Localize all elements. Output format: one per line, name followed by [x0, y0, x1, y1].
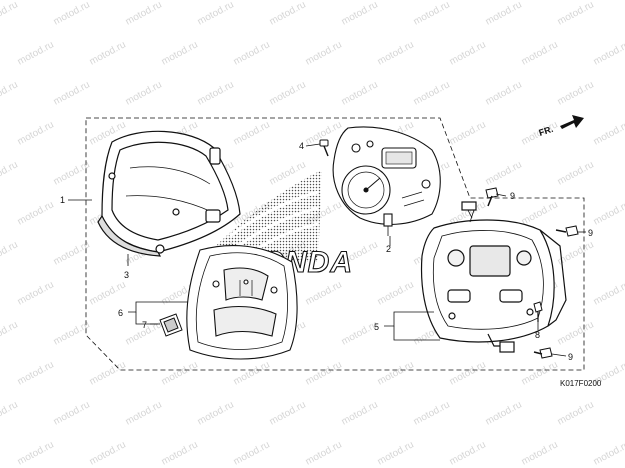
bolt-9-top	[485, 187, 499, 207]
callout-5: 5	[374, 322, 379, 332]
bolt-9-bottom	[533, 347, 553, 359]
meter-case	[186, 245, 298, 360]
front-label: FR.	[538, 124, 555, 138]
bolt-9-right	[555, 225, 579, 237]
callout-9-bottom: 9	[568, 352, 573, 362]
callout-4: 4	[299, 141, 304, 151]
callout-3: 3	[124, 270, 129, 280]
instrument-board	[332, 126, 441, 236]
callout-7: 7	[142, 320, 147, 330]
meter-visor	[97, 130, 241, 257]
callout-9-right: 9	[588, 228, 593, 238]
indicator-lens	[159, 313, 183, 337]
callout-2: 2	[386, 244, 391, 254]
callout-8: 8	[535, 330, 540, 340]
front-direction-arrow: FR.	[538, 115, 584, 138]
leader-lines	[68, 143, 586, 357]
callout-6: 6	[118, 308, 123, 318]
diagram-code: K017F0200	[560, 379, 602, 388]
assembly-boundary	[85, 117, 585, 371]
callout-1: 1	[60, 195, 65, 205]
arrow-right-icon	[560, 115, 584, 129]
meter-back-case	[420, 201, 567, 353]
callout-9-top: 9	[510, 191, 515, 201]
screw-4	[319, 139, 329, 157]
screw-8	[533, 301, 543, 322]
